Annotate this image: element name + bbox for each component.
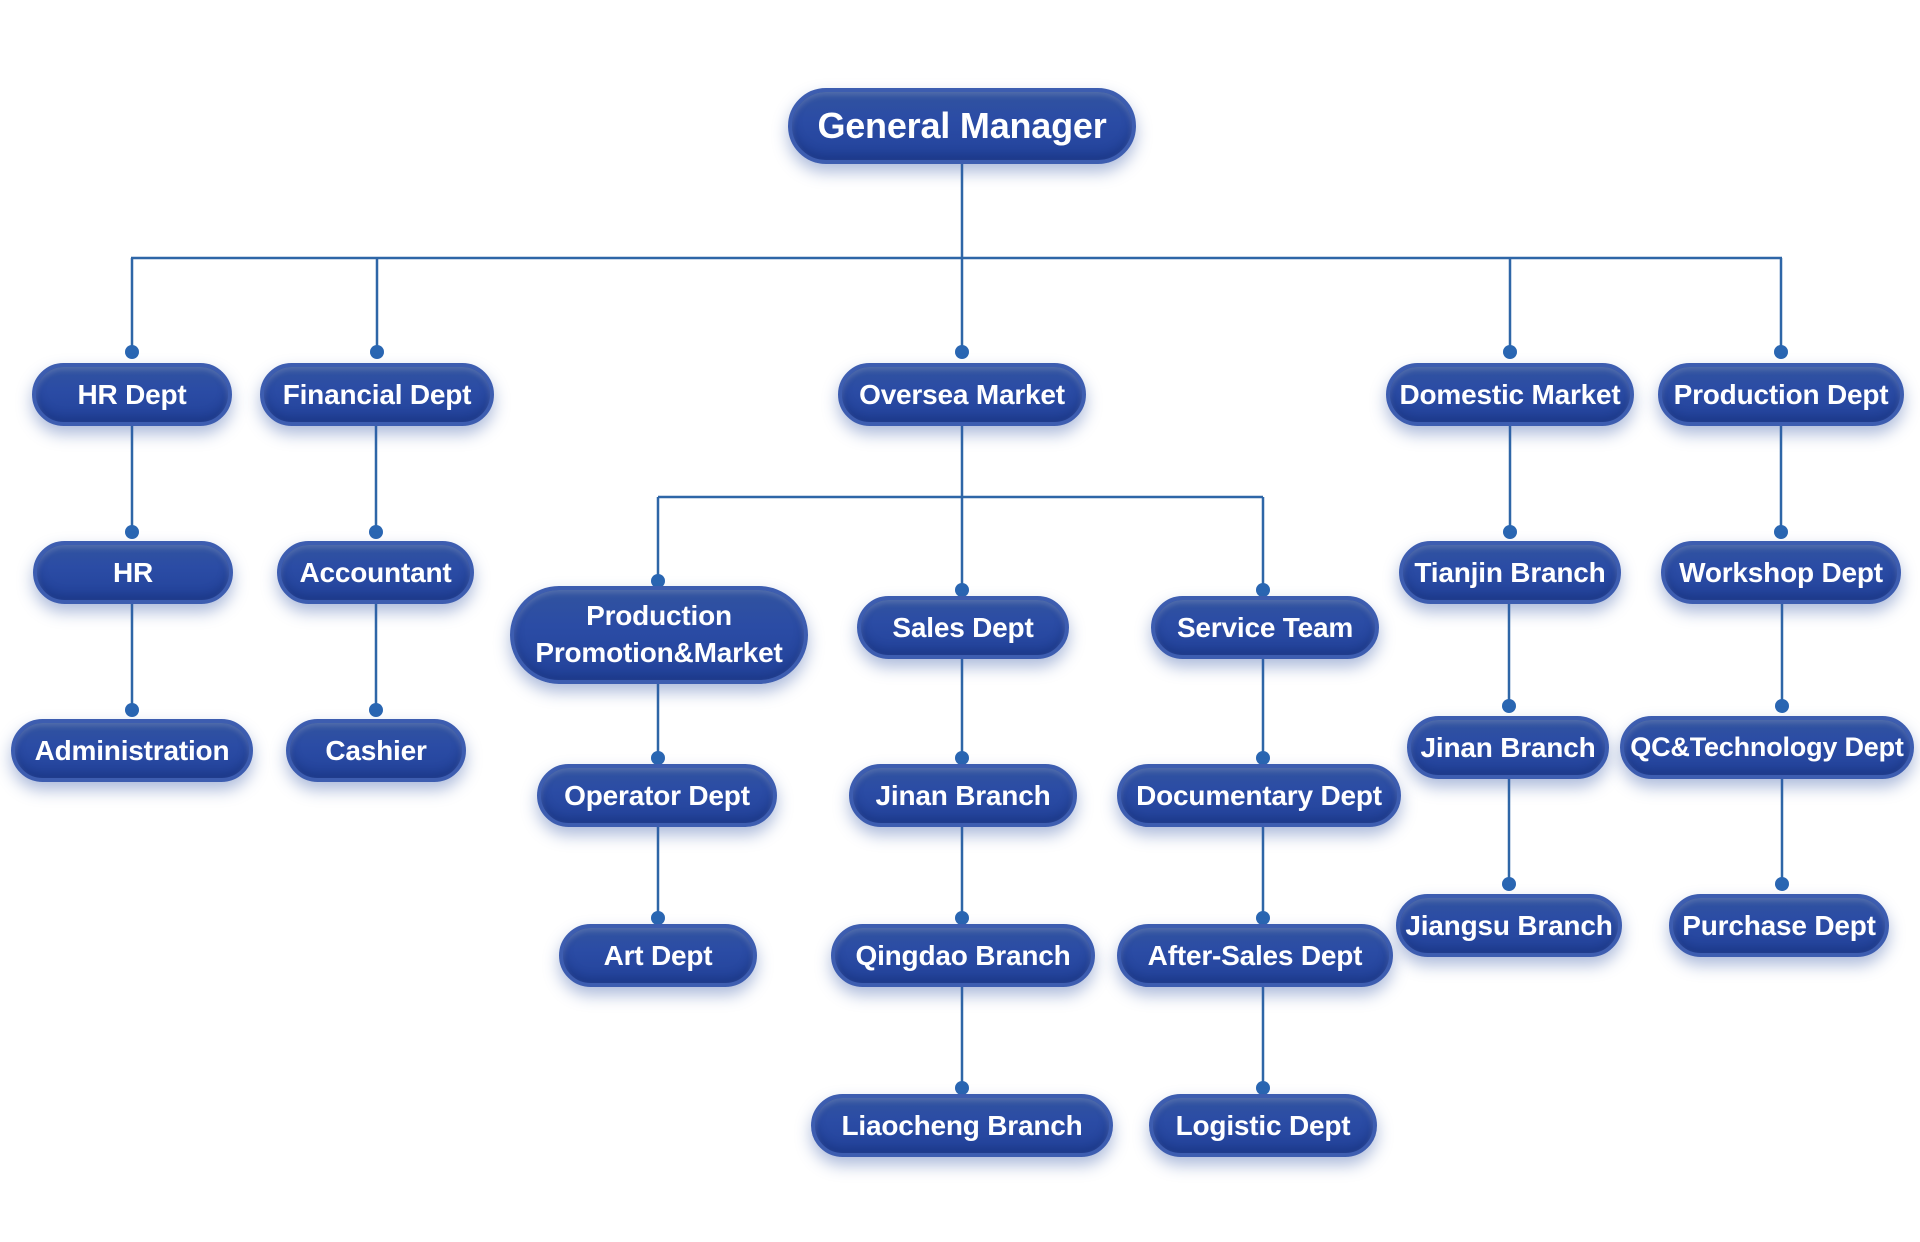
org-node-workshop-dept: Workshop Dept: [1661, 541, 1901, 604]
org-node-after-sales-dept: After-Sales Dept: [1117, 924, 1393, 987]
connector-dot: [955, 1081, 969, 1095]
org-node-cashier: Cashier: [286, 719, 466, 782]
org-node-jinan-branch-oversea: Jinan Branch: [849, 764, 1077, 827]
org-node-accountant: Accountant: [277, 541, 474, 604]
connector-dot: [1256, 1081, 1270, 1095]
connector-dot: [369, 703, 383, 717]
connector-dot: [370, 345, 384, 359]
connector-dot: [1503, 525, 1517, 539]
connector-dot: [1256, 751, 1270, 765]
org-node-jinan-branch-domestic: Jinan Branch: [1407, 716, 1609, 779]
org-node-logistic-dept: Logistic Dept: [1149, 1094, 1377, 1157]
connector-dot: [1502, 699, 1516, 713]
org-node-tianjin-branch: Tianjin Branch: [1399, 541, 1621, 604]
org-node-sales-dept: Sales Dept: [857, 596, 1069, 659]
org-node-qc-technology-dept: QC&Technology Dept: [1620, 716, 1914, 779]
org-node-hr: HR: [33, 541, 233, 604]
connector-dot: [1774, 345, 1788, 359]
connector-dot: [955, 345, 969, 359]
connector-dot: [1256, 583, 1270, 597]
org-node-qingdao-branch: Qingdao Branch: [831, 924, 1095, 987]
connector-dot: [1774, 525, 1788, 539]
connector-dot: [955, 583, 969, 597]
org-node-administration: Administration: [11, 719, 253, 782]
connector-dot: [1775, 877, 1789, 891]
connector-dot: [1256, 911, 1270, 925]
org-node-financial-dept: Financial Dept: [260, 363, 494, 426]
org-node-jiangsu-branch: Jiangsu Branch: [1396, 894, 1622, 957]
connector-dot: [651, 574, 665, 588]
connector-dot: [125, 703, 139, 717]
org-node-purchase-dept: Purchase Dept: [1669, 894, 1889, 957]
connector-dot: [1775, 699, 1789, 713]
org-node-service-team: Service Team: [1151, 596, 1379, 659]
connector-dot: [125, 525, 139, 539]
org-node-production-promotion-market: Production Promotion&Market: [510, 586, 808, 684]
org-node-documentary-dept: Documentary Dept: [1117, 764, 1401, 827]
org-node-general-manager: General Manager: [788, 88, 1136, 164]
org-node-domestic-market: Domestic Market: [1386, 363, 1634, 426]
connector-dot: [1502, 877, 1516, 891]
org-node-art-dept: Art Dept: [559, 924, 757, 987]
org-node-liaocheng-branch: Liaocheng Branch: [811, 1094, 1113, 1157]
org-node-production-dept: Production Dept: [1658, 363, 1904, 426]
org-node-label-line2: Promotion&Market: [535, 637, 783, 668]
connector-dot: [369, 525, 383, 539]
connector-dot: [955, 911, 969, 925]
connector-dot: [125, 345, 139, 359]
connector-dot: [955, 751, 969, 765]
org-node-hr-dept: HR Dept: [32, 363, 232, 426]
connector-dot: [651, 911, 665, 925]
org-node-label-line1: Production: [586, 600, 732, 632]
org-node-oversea-market: Oversea Market: [838, 363, 1086, 426]
connector-dot: [651, 751, 665, 765]
org-node-operator-dept: Operator Dept: [537, 764, 777, 827]
connector-dot: [1503, 345, 1517, 359]
